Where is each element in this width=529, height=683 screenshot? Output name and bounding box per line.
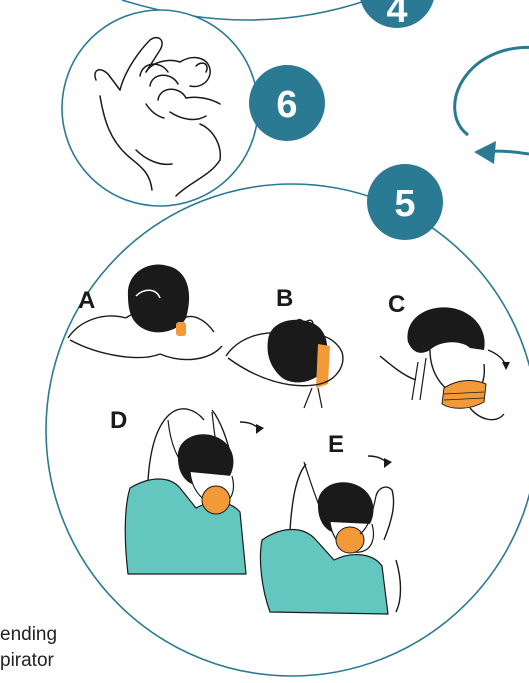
curved-arrow-icon (455, 47, 529, 164)
substep-a-label: A (78, 287, 95, 314)
substep-e-label: E (328, 431, 344, 458)
step-6-panel: 6 (62, 10, 325, 206)
step-4-badge: 4 (359, 0, 435, 31)
step-5-panel: A B C (46, 164, 529, 676)
substep-d-label: D (110, 407, 127, 434)
caption-line-1: ending (0, 624, 57, 646)
step-5-badge: 5 (367, 164, 443, 240)
step-5-number: 5 (394, 183, 415, 225)
step-6-badge: 6 (249, 65, 325, 141)
substep-b-label: B (276, 285, 293, 312)
step-4-number: 4 (386, 0, 407, 31)
caption-line-2: pirator (0, 650, 54, 672)
substep-c-label: C (388, 291, 405, 318)
step-6-number: 6 (276, 84, 297, 126)
